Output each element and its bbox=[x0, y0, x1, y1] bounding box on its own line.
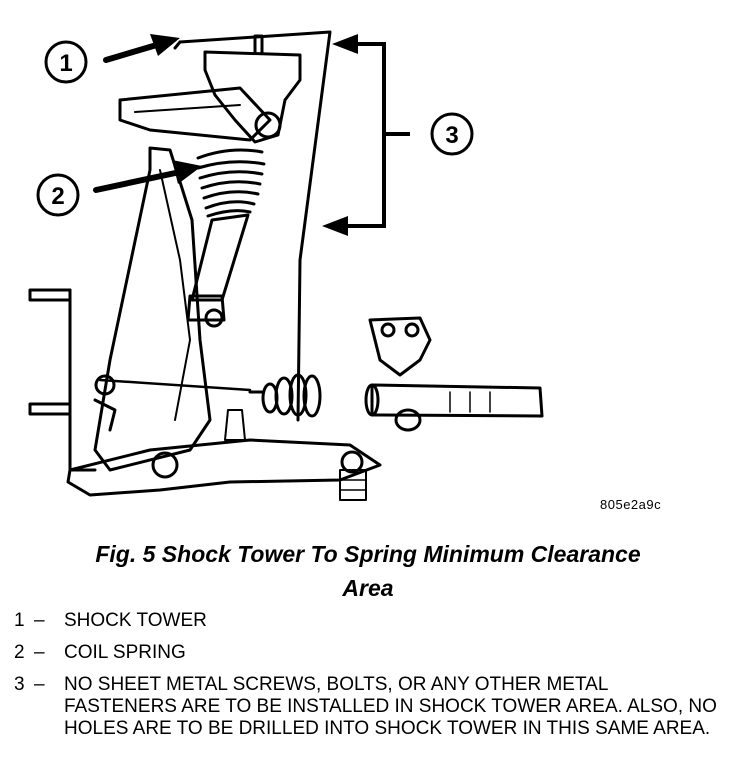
legend-dash: – bbox=[34, 674, 45, 695]
shock-tower-flange bbox=[173, 40, 182, 50]
steering-gear-housing bbox=[368, 316, 432, 377]
legend-text: NO SHEET METAL SCREWS, BOLTS, OR ANY OTH… bbox=[64, 674, 717, 739]
legend-dash: – bbox=[34, 610, 45, 631]
figure-code: 805e2a9c bbox=[600, 497, 662, 512]
hub-plate bbox=[28, 288, 72, 302]
legend-text: SHOCK TOWER bbox=[64, 610, 207, 631]
legend-item: 1 – SHOCK TOWER bbox=[14, 610, 724, 632]
callout-3: 3 bbox=[322, 34, 474, 236]
upper-control-arm bbox=[118, 86, 272, 142]
cv-boot bbox=[248, 373, 322, 418]
legend-item: 3 – NO SHEET METAL SCREWS, BOLTS, OR ANY… bbox=[14, 674, 724, 740]
legend-text: COIL SPRING bbox=[64, 642, 186, 663]
lower-arm-bushing-right bbox=[340, 450, 364, 474]
suspension-diagram: 1 2 3 bbox=[28, 30, 544, 501]
coil-spring bbox=[196, 148, 266, 218]
callout-2: 2 bbox=[36, 160, 202, 217]
svg-text:3: 3 bbox=[445, 122, 458, 149]
caption-line-2: Area bbox=[342, 575, 394, 601]
legend-number: 3 bbox=[14, 674, 25, 695]
upper-arm-bushing bbox=[254, 111, 282, 139]
strut-body bbox=[190, 213, 250, 302]
figure-caption: Fig. 5 Shock Tower To Spring Minimum Cle… bbox=[0, 537, 736, 605]
callout-1: 1 bbox=[44, 34, 180, 84]
steering-knuckle bbox=[93, 146, 212, 472]
legend-item: 2 – COIL SPRING bbox=[14, 642, 724, 664]
lower-arm-bushing-left bbox=[151, 451, 179, 479]
upper-mount-stud bbox=[253, 34, 264, 54]
tie-rod bbox=[98, 378, 252, 392]
legend-number: 1 bbox=[14, 610, 25, 631]
steering-rack bbox=[370, 383, 544, 418]
legend-number: 2 bbox=[14, 642, 25, 663]
upper-mount bbox=[203, 50, 302, 144]
legend-dash: – bbox=[34, 642, 45, 663]
svg-text:1: 1 bbox=[59, 50, 72, 77]
strut-bolt bbox=[204, 308, 224, 328]
svg-text:2: 2 bbox=[51, 183, 64, 210]
caption-line-1: Fig. 5 Shock Tower To Spring Minimum Cle… bbox=[95, 541, 641, 567]
ball-joint bbox=[224, 409, 246, 441]
legend: 1 – SHOCK TOWER 2 – COIL SPRING 3 – NO S… bbox=[14, 610, 724, 750]
